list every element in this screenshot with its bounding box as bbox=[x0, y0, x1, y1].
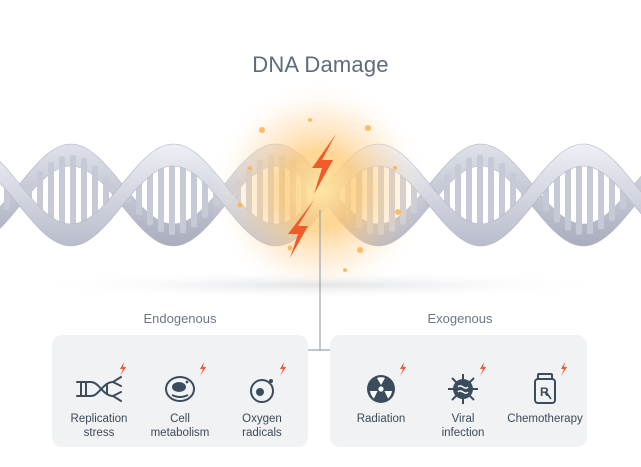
helix-base-pair bbox=[455, 164, 461, 226]
item-label-viral-infection: Viral infection bbox=[441, 413, 485, 439]
helix-base-pair bbox=[70, 155, 76, 235]
damage-sparks bbox=[237, 118, 401, 272]
spark bbox=[308, 118, 312, 122]
helix-base-pair bbox=[191, 162, 197, 228]
spark bbox=[393, 166, 397, 170]
group-label-endogenous: Endogenous bbox=[143, 311, 217, 326]
helix-base-pair bbox=[158, 157, 164, 233]
helix-base-pair bbox=[477, 155, 483, 235]
spark bbox=[395, 209, 401, 215]
spark bbox=[259, 127, 265, 133]
spark bbox=[237, 202, 243, 208]
helix-base-pair bbox=[48, 162, 54, 228]
spark bbox=[248, 166, 252, 170]
item-label-chemotherapy: Chemotherapy bbox=[507, 413, 583, 425]
helix-base-pair bbox=[565, 159, 571, 231]
spark bbox=[343, 268, 347, 272]
item-label-replication-stress: Replication stress bbox=[70, 413, 128, 439]
group-label-exogenous: Exogenous bbox=[427, 311, 493, 326]
helix-base-pair bbox=[587, 155, 593, 235]
helix-base-pair bbox=[147, 164, 153, 226]
helix-base-pair bbox=[466, 157, 472, 233]
item-label-radiation: Radiation bbox=[356, 413, 406, 425]
spark bbox=[365, 125, 371, 131]
lightning-bolt-icon bbox=[288, 200, 314, 258]
spark bbox=[357, 247, 363, 253]
helix-base-pair bbox=[499, 163, 505, 227]
helix-base-pair bbox=[81, 158, 87, 232]
damage-glow bbox=[210, 80, 430, 300]
helix-base-pair bbox=[92, 165, 98, 225]
helix-base-pair bbox=[169, 155, 175, 235]
helix-base-pair bbox=[554, 167, 560, 223]
item-label-oxygen-radicals: Oxygen radicals bbox=[242, 413, 282, 439]
helix-base-pair bbox=[180, 156, 186, 234]
helix-base-pair bbox=[598, 160, 604, 230]
item-label-cell-metabolism: Cell metabolism bbox=[150, 413, 210, 439]
helix-base-pair bbox=[488, 156, 494, 234]
diagram-title: DNA Damage bbox=[252, 52, 389, 77]
helix-base-pair bbox=[576, 155, 582, 235]
lightning-bolt-icon bbox=[312, 134, 336, 194]
helix-base-pair bbox=[59, 156, 65, 234]
spark bbox=[287, 245, 293, 251]
